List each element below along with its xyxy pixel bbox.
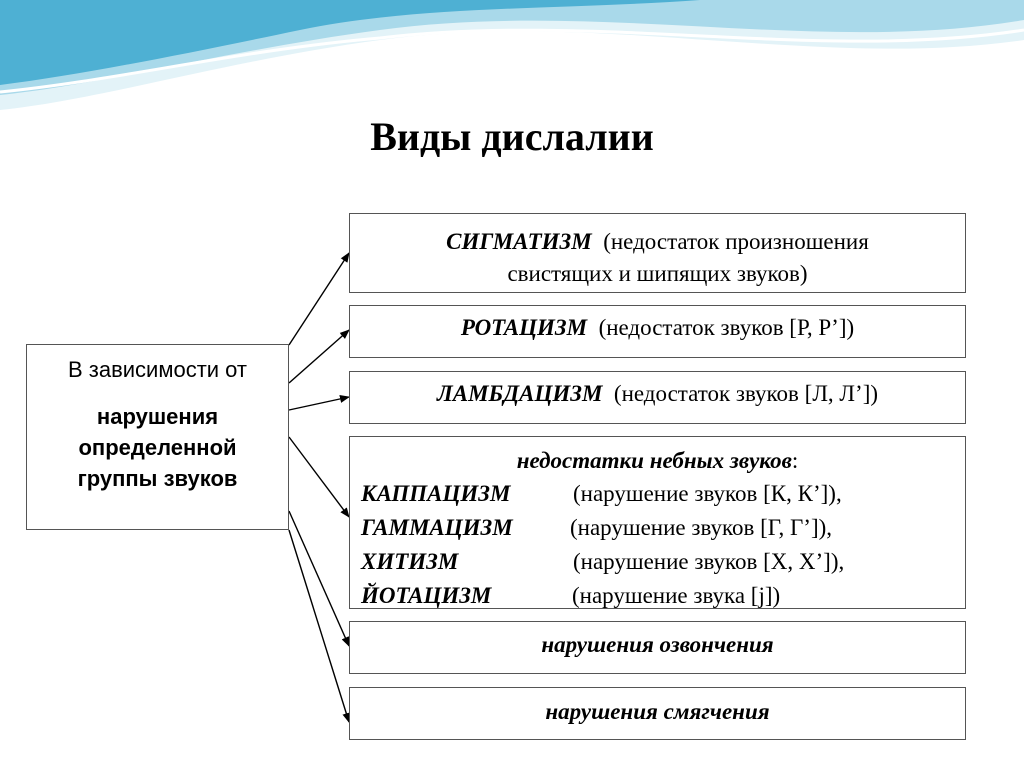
- chitism-term: ХИТИЗМ: [361, 545, 458, 579]
- sigmatism-desc-1: (недостаток произношения: [603, 229, 869, 254]
- arrow-to-sigmatism: [289, 253, 349, 345]
- arrow-to-lambdacism: [289, 397, 349, 410]
- palatal-item-gammacism: ГАММАЦИЗМ (нарушение звуков [Г, Г’]),: [350, 511, 965, 545]
- palatal-item-chitism: ХИТИЗМ (нарушение звуков [Х, Х’]),: [350, 545, 965, 579]
- rotacism-term: РОТАЦИЗМ: [461, 315, 587, 340]
- sigmatism-desc-2: свистящих и шипящих звуков): [350, 258, 965, 290]
- sigmatism-line1: СИГМАТИЗМ (недостаток произношения: [350, 226, 965, 258]
- source-intro: В зависимости от: [27, 357, 288, 383]
- lambdacism-desc: (недостаток звуков [Л, Л’]): [614, 381, 878, 406]
- softening-box: нарушения смягчения: [349, 687, 966, 740]
- palatal-heading: недостатки небных звуков: [517, 448, 792, 473]
- lambdacism-term: ЛАМБДАЦИЗМ: [437, 381, 602, 406]
- voicing-label: нарушения озвончения: [541, 632, 773, 657]
- arrow-to-palatal: [289, 437, 349, 517]
- softening-label: нарушения смягчения: [545, 699, 769, 724]
- kappacism-desc: (нарушение звуков [К, К’]),: [573, 477, 842, 511]
- gammacism-desc: (нарушение звуков [Г, Г’]),: [570, 511, 832, 545]
- gammacism-term: ГАММАЦИЗМ: [361, 511, 513, 545]
- rotacism-desc: (недостаток звуков [Р, Р’]): [599, 315, 855, 340]
- arrow-to-rotacism: [289, 330, 349, 383]
- iotacism-desc: (нарушение звука [j]): [572, 579, 780, 613]
- sigmatism-term: СИГМАТИЗМ: [446, 229, 592, 254]
- palatal-item-iotacism: ЙОТАЦИЗМ (нарушение звука [j]): [350, 579, 965, 613]
- palatal-heading-row: недостатки небных звуков:: [350, 445, 965, 477]
- palatal-item-kappacism: КАППАЦИЗМ (нарушение звуков [К, К’]),: [350, 477, 965, 511]
- rotacism-box: РОТАЦИЗМ (недостаток звуков [Р, Р’]): [349, 305, 966, 358]
- kappacism-term: КАППАЦИЗМ: [361, 477, 510, 511]
- chitism-desc: (нарушение звуков [Х, Х’]),: [573, 545, 844, 579]
- source-box: В зависимости от нарушения определенной …: [26, 344, 289, 530]
- lambdacism-box: ЛАМБДАЦИЗМ (недостаток звуков [Л, Л’]): [349, 371, 966, 424]
- palatal-heading-colon: :: [792, 448, 798, 473]
- source-main: нарушения определенной группы звуков: [37, 401, 278, 494]
- iotacism-term: ЙОТАЦИЗМ: [361, 579, 491, 613]
- voicing-box: нарушения озвончения: [349, 621, 966, 674]
- sigmatism-box: СИГМАТИЗМ (недостаток произношения свист…: [349, 213, 966, 293]
- palatal-box: недостатки небных звуков: КАППАЦИЗМ (нар…: [349, 436, 966, 609]
